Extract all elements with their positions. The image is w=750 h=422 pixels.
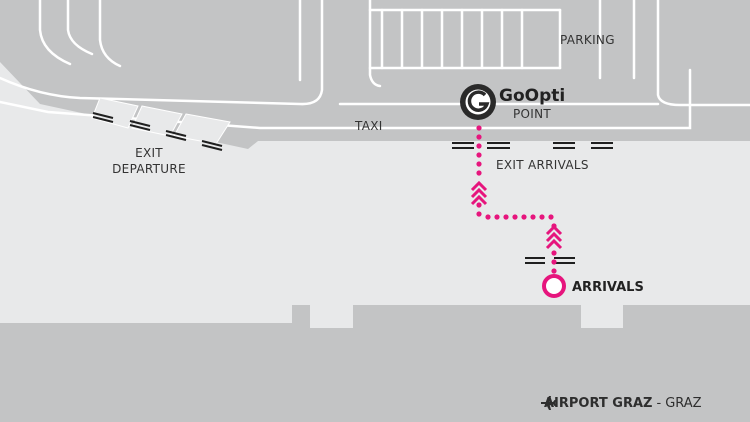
- city-name: GRAZ: [665, 396, 702, 411]
- airport-name: AIRPORT GRAZ: [544, 396, 653, 411]
- airport-caption: AIRPORT GRAZ - GRAZ: [540, 396, 702, 411]
- route-arrows-upper: [470, 180, 488, 206]
- route-arrows-lower: [545, 224, 563, 250]
- meeting-point-label: POINT: [513, 107, 552, 121]
- goopti-logo-icon: [460, 84, 496, 120]
- airplane-icon: [541, 396, 556, 410]
- exit-arrivals-label: EXIT ARRIVALS: [496, 158, 589, 172]
- arrivals-marker-icon: [542, 274, 566, 298]
- parking-label: PARKING: [560, 33, 615, 47]
- exit-departure-label: EXIT DEPARTURE: [104, 147, 194, 175]
- arrivals-door-marks: [525, 257, 575, 264]
- parking-lines: [0, 0, 750, 130]
- goopti-logo-text: GoOpti: [499, 86, 566, 106]
- arrivals-label: ARRIVALS: [572, 280, 644, 295]
- terminal-building: [0, 305, 750, 422]
- exit-departure-line2: DEPARTURE: [112, 162, 186, 176]
- walking-route: [476, 125, 557, 274]
- parking-area: [0, 0, 750, 149]
- exit-arrivals-door-marks: [452, 142, 613, 149]
- caption-separator: -: [656, 396, 662, 411]
- taxi-label: TAXI: [355, 119, 383, 133]
- departure-door-marks: [92, 112, 223, 151]
- exit-departure-line1: EXIT: [135, 146, 163, 160]
